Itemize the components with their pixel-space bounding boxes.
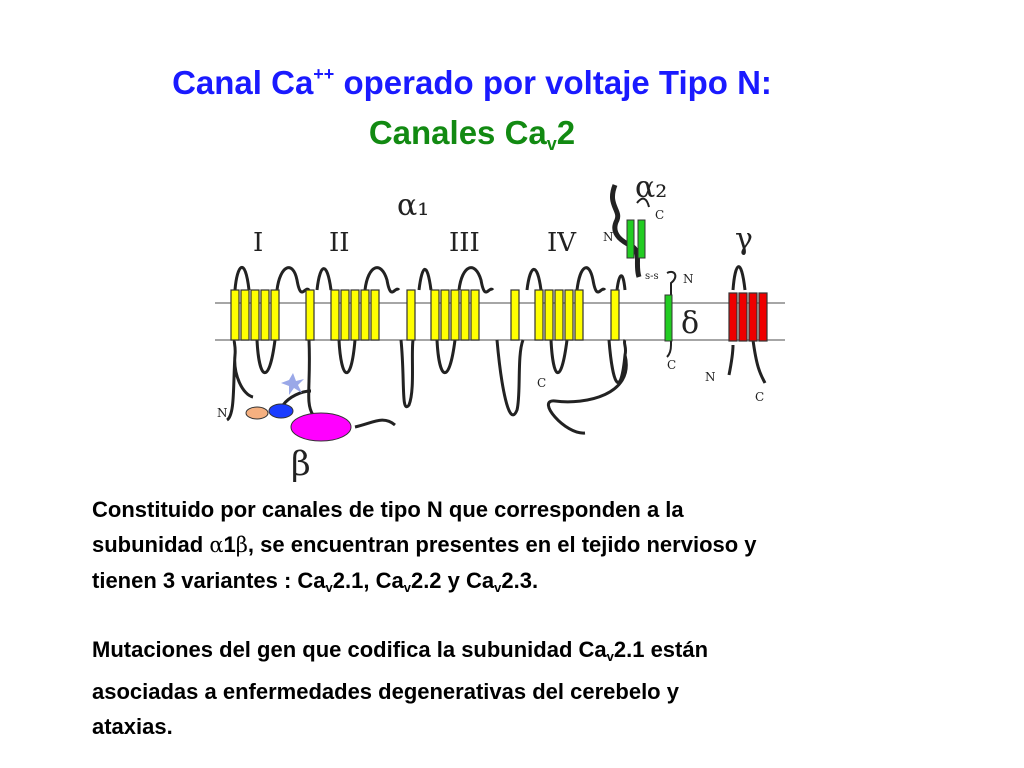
alpha2-segment-2 — [637, 219, 646, 259]
beta-blue-domain — [268, 403, 294, 419]
para1-text-4: 2.1, Ca — [332, 568, 404, 593]
subscript-v: v — [606, 649, 614, 664]
alpha1-segments — [230, 289, 620, 341]
label-n-gamma: N — [705, 370, 716, 384]
subtitle-text-rest: 2 — [556, 114, 576, 151]
title-line-2: Canales Cav2 — [0, 114, 944, 155]
title-line-1: Canal Ca++ operado por voltaje Tipo N: — [0, 64, 944, 102]
beta-body — [290, 412, 352, 442]
label-domain-ii: II — [329, 228, 350, 258]
label-alpha2: α₂ — [635, 170, 667, 205]
mutation-paragraph: Mutaciones del gen que codifica la subun… — [92, 632, 972, 744]
subscript-v: v — [325, 580, 333, 595]
title-text: Canal Ca — [172, 64, 314, 101]
delta-segment — [664, 294, 673, 342]
label-c-alpha2: C — [655, 208, 664, 222]
label-n-delta: N — [683, 272, 694, 286]
para1-one: 1 — [223, 532, 236, 557]
para1-text-3: tienen 3 variantes : Ca — [92, 568, 326, 593]
para1-line1: Constituido por canales de tipo N que co… — [92, 497, 684, 522]
title-superscript: ++ — [313, 64, 335, 84]
channel-diagram: α₁ α₂ I II III IV γ δ β N C N C s-s N C … — [215, 170, 785, 484]
para1-text-2: , se encuentran presentes en el tejido n… — [247, 532, 757, 557]
alpha2-c-tail — [636, 197, 650, 208]
beta-orange-domain — [245, 406, 269, 420]
alpha2-segment — [626, 219, 635, 259]
beta-linker — [281, 389, 396, 429]
alpha2-strand — [610, 184, 642, 278]
para1-text-5: 2.2 y Ca — [410, 568, 495, 593]
para2-line3: ataxias. — [92, 714, 173, 739]
alpha1-c-tail — [547, 354, 628, 435]
para1-text-6: 2.3. — [501, 568, 539, 593]
label-delta: δ — [681, 306, 699, 341]
para1-text: subunidad — [92, 532, 210, 557]
label-domain-i: I — [253, 228, 263, 258]
para2-text-2: 2.1 están — [613, 637, 709, 662]
label-c-delta: C — [667, 358, 676, 372]
label-beta: β — [291, 444, 311, 484]
label-domain-iv: IV — [547, 228, 577, 258]
label-gamma: γ — [735, 222, 753, 257]
label-n-alpha2: N — [603, 230, 614, 244]
gamma-strand — [727, 265, 767, 384]
description-paragraph: Constituido por canales de tipo N que co… — [92, 492, 972, 605]
para2-text: Mutaciones del gen que codifica la subun… — [92, 637, 607, 662]
label-c-alpha1: C — [537, 376, 546, 390]
para2-line2: asociadas a enfermedades degenerativas d… — [92, 679, 679, 704]
label-c-gamma: C — [755, 390, 764, 404]
alpha-symbol: α — [209, 533, 224, 557]
star-icon — [281, 373, 304, 395]
gamma-segments — [728, 292, 768, 342]
title-text-rest: operado por voltaje Tipo N: — [334, 64, 772, 101]
subscript-v: v — [494, 580, 502, 595]
beta-symbol: β — [235, 533, 248, 557]
label-alpha1: α₁ — [397, 188, 429, 223]
subtitle-text: Canales Ca — [368, 114, 547, 151]
subtitle-subscript: v — [546, 134, 557, 154]
label-ss: s-s — [645, 271, 659, 282]
label-domain-iii: III — [449, 228, 480, 258]
subscript-v: v — [403, 580, 411, 595]
label-n-alpha1: N — [217, 406, 228, 420]
